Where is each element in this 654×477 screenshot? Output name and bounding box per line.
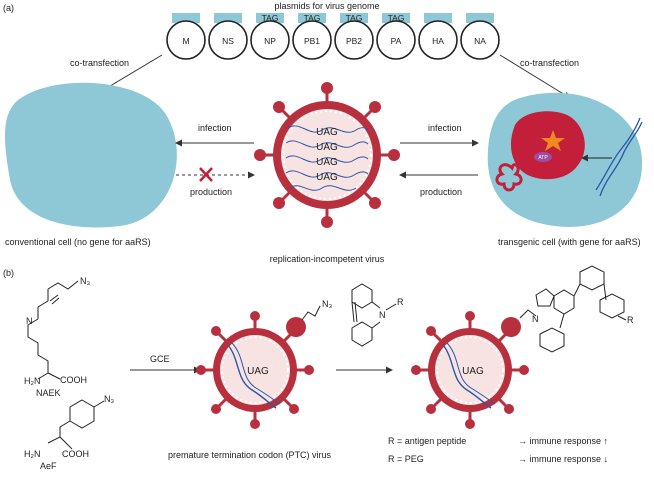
conjugated-uag-label: UAG (462, 366, 484, 377)
plasmid-np: TAG NP (250, 13, 290, 60)
conjugated-spike-tip (501, 317, 521, 337)
atp-label: ATP (538, 155, 548, 161)
ptc-uag-label: UAG (247, 366, 269, 377)
legend-antigen-result: → immune response ↑ (518, 436, 608, 446)
svg-text:NA: NA (474, 36, 486, 46)
svg-text:TAG: TAG (262, 13, 279, 23)
plasmids-title: plasmids for virus genome (274, 1, 379, 11)
blocked-x-icon (199, 167, 213, 182)
replication-incompetent-virus: UAG UAG UAG UAG (254, 82, 400, 228)
virus-caption: replication-incompetent virus (270, 254, 385, 264)
uag-label-3: UAG (316, 157, 338, 168)
dibo-n: N (379, 310, 386, 320)
naek-h2n: H₂N (24, 376, 41, 386)
plasmid-m: M (166, 13, 206, 60)
product-r: R (627, 315, 634, 325)
plasmid-row: M NS TAG NP TAG PB1 TAG PB2 TAG (166, 13, 500, 60)
transgenic-cell-caption: transgenic cell (with gene for aaRS) (498, 237, 641, 247)
ptc-n3: N₃ (322, 299, 332, 309)
svg-text:TAG: TAG (346, 13, 363, 23)
dibo-r: R (397, 297, 404, 307)
aef-h2n: H₂N (24, 449, 41, 459)
aef-n3: N₃ (104, 394, 114, 404)
production-left-label: production (190, 187, 232, 197)
svg-text:TAG: TAG (388, 13, 405, 23)
trna-shape (495, 163, 523, 192)
aef-structure (47, 399, 105, 450)
svg-text:HA: HA (432, 36, 444, 46)
plasmid-ns: NS (208, 13, 248, 60)
naek-cooh: COOH (60, 375, 87, 385)
plasmid-ha: HA (418, 13, 458, 60)
plasmid-pa: TAG PA (376, 13, 416, 60)
uag-label-2: UAG (316, 142, 338, 153)
naek-structure (27, 280, 79, 380)
legend-antigen-text: R = antigen peptide (388, 436, 466, 446)
virus-interior (281, 109, 373, 201)
modified-spike-tip (286, 317, 306, 337)
triazole-product-structure (519, 265, 627, 353)
virus-rna-strands (285, 125, 369, 191)
cotransfection-right-arrow (499, 54, 571, 99)
infection-right-label: infection (428, 123, 462, 133)
cotransfection-left-label: co-transfection (70, 58, 129, 68)
plasmid-pb1: TAG PB1 (292, 13, 332, 60)
plasmid-pb2: TAG PB2 (334, 13, 374, 60)
atp-bubble (534, 152, 552, 162)
virus-inner-ring (282, 110, 372, 200)
legend-peg-result: → immune response ↓ (518, 454, 608, 464)
svg-text:PB2: PB2 (346, 36, 362, 46)
aef-label: AeF (40, 461, 57, 471)
production-right-label: production (420, 187, 462, 197)
svg-text:NP: NP (264, 36, 276, 46)
svg-text:NS: NS (222, 36, 234, 46)
naek-n3: N₃ (80, 276, 90, 286)
uag-label-4: UAG (316, 172, 338, 183)
svg-text:PA: PA (391, 36, 402, 46)
panel-b-label: (b) (3, 268, 14, 278)
gce-label: GCE (150, 354, 170, 364)
svg-text:TAG: TAG (304, 13, 321, 23)
dibo-reagent-structure (351, 283, 397, 347)
r-legend: R = antigen peptide → immune response ↑ … (388, 436, 608, 464)
azide-linker (301, 305, 321, 321)
amino-acid-star (541, 130, 565, 151)
conventional-cell-caption: conventional cell (no gene for aaRS) (5, 237, 151, 247)
cotransfection-right-label: co-transfection (520, 58, 579, 68)
naek-nh: N (26, 316, 33, 326)
aef-cooh: COOH (62, 449, 89, 459)
product-n: N (532, 314, 539, 324)
conjugated-virus: UAG (411, 311, 529, 429)
conventional-cell (4, 82, 177, 228)
ptc-virus: UAG (196, 305, 321, 429)
panel-a-label: (a) (3, 3, 14, 13)
uag-label-1: UAG (316, 127, 338, 138)
dna-helix (595, 117, 643, 197)
legend-peg-text: R = PEG (388, 454, 424, 464)
svg-text:M: M (182, 36, 189, 46)
naek-label: NAEK (36, 388, 61, 398)
virus-spike-tips (254, 82, 400, 228)
infection-left-label: infection (198, 123, 232, 133)
transgenic-cell: ATP (487, 92, 643, 227)
svg-text:PB1: PB1 (304, 36, 320, 46)
ptc-caption: premature termination codon (PTC) virus (168, 450, 332, 460)
plasmid-na: NA (460, 13, 500, 60)
